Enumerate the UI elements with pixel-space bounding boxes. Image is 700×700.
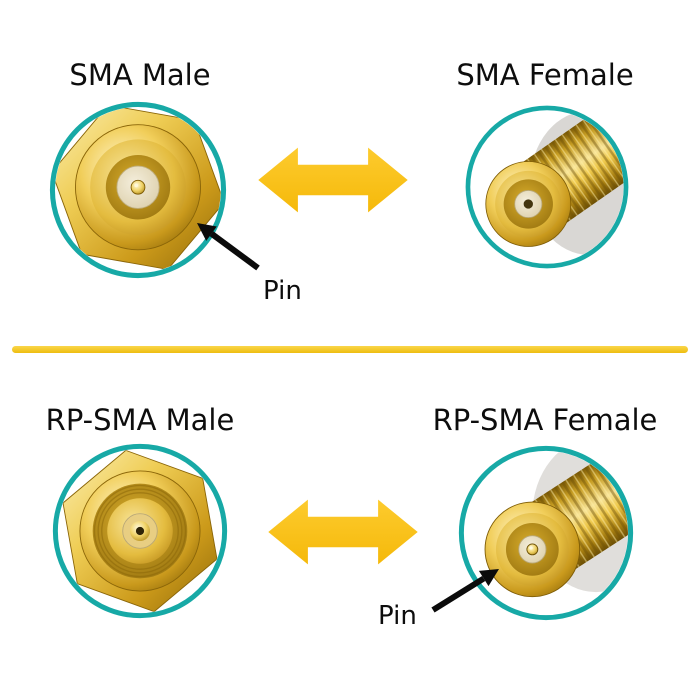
rp-sma-female-connector-photo xyxy=(458,445,634,621)
sma-female-connector-photo xyxy=(465,105,629,269)
sma-male-label: SMA Male xyxy=(69,58,211,92)
double-headed-arrow-icon xyxy=(258,147,408,213)
black-arrow-icon xyxy=(197,223,260,271)
double-headed-arrow-icon xyxy=(268,499,418,565)
rp-sma-female-label: RP-SMA Female xyxy=(432,403,658,437)
rp-sma-male-label: RP-SMA Male xyxy=(45,403,235,437)
pin-label-top: Pin xyxy=(263,276,302,306)
pin-label-bottom: Pin xyxy=(378,601,417,631)
black-arrow-icon xyxy=(431,569,499,613)
section-divider xyxy=(12,346,688,353)
sma-male-connector-photo xyxy=(49,101,227,279)
rp-sma-male-connector-photo xyxy=(52,443,228,619)
sma-female-label: SMA Female xyxy=(456,58,634,92)
